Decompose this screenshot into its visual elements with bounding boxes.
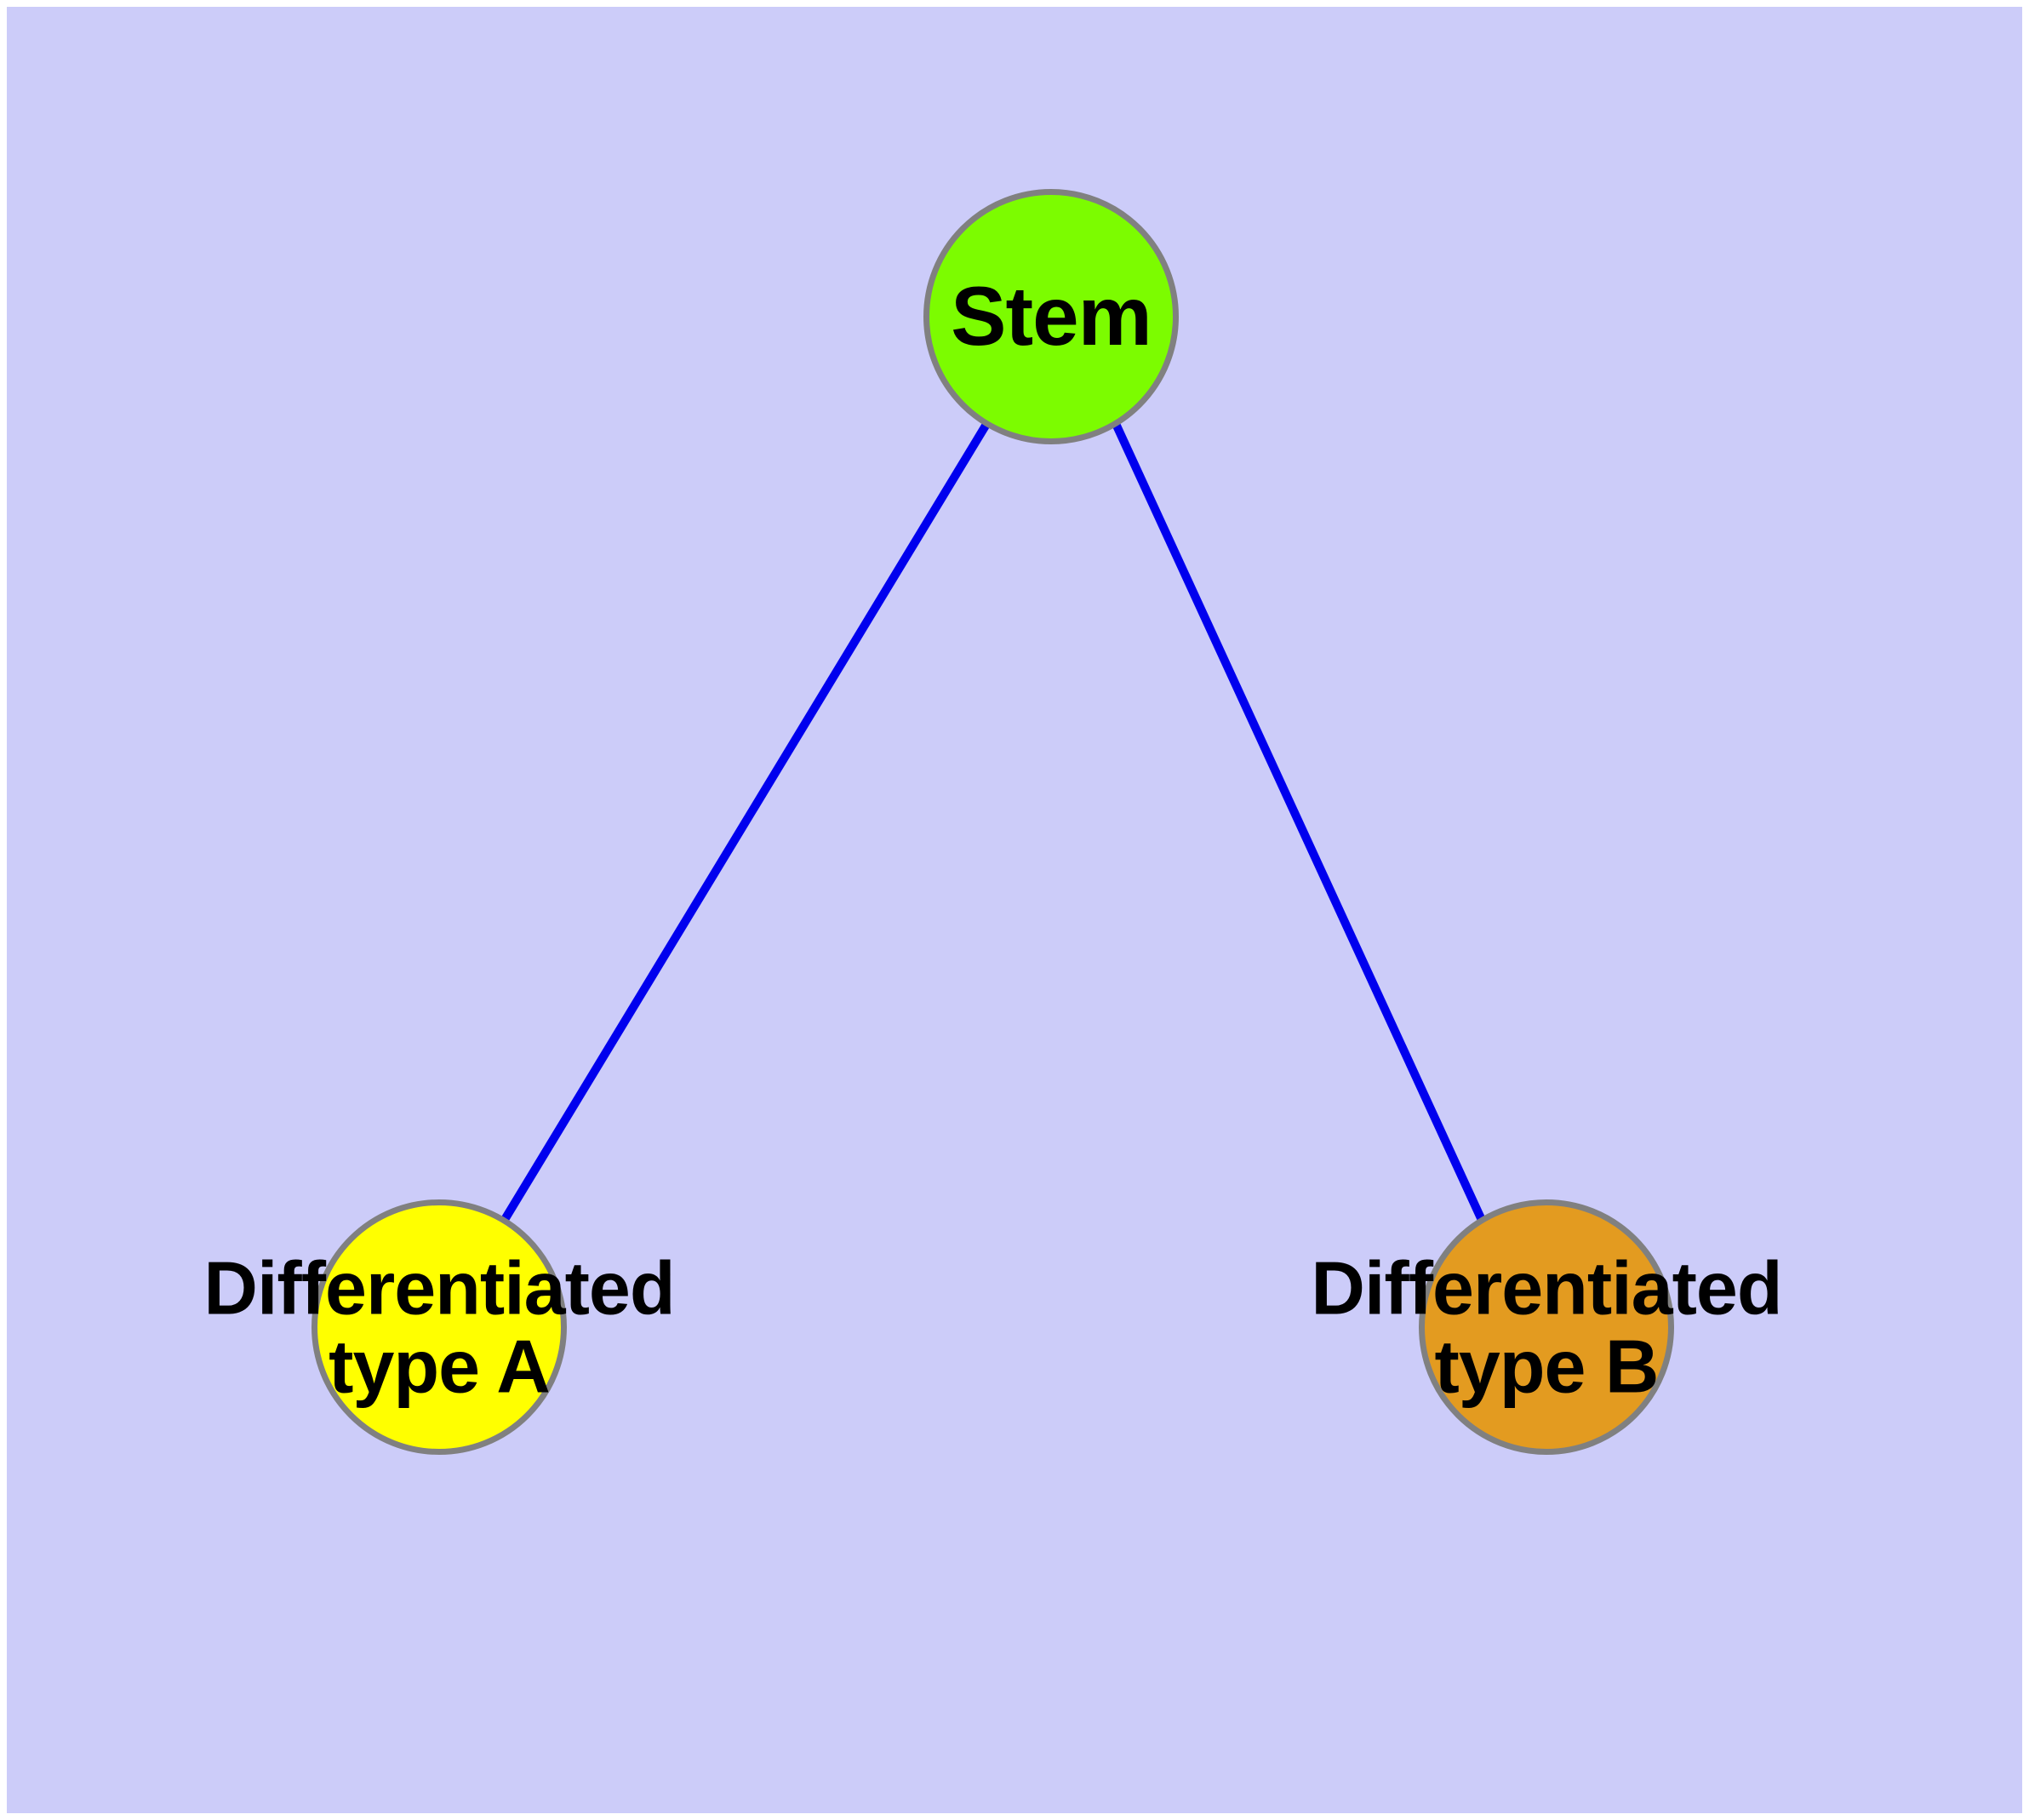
- edge-stem-to-differentiated-type-a: [501, 423, 990, 1221]
- edge-stem-to-differentiated-type-b: [1112, 423, 1485, 1221]
- nodes-layer: [311, 189, 1674, 1455]
- node-differentiated-type-b[interactable]: [1419, 1199, 1674, 1455]
- edges-layer: [501, 423, 1485, 1221]
- node-differentiated-type-a[interactable]: [311, 1199, 567, 1455]
- node-stem[interactable]: [923, 189, 1179, 444]
